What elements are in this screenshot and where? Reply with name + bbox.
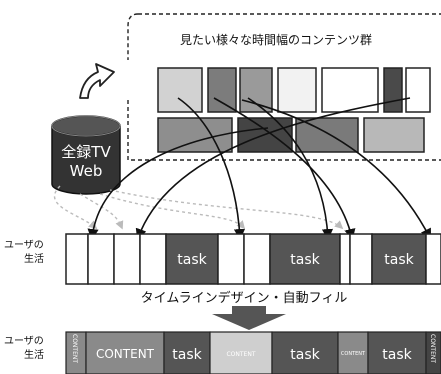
- task-block: [371, 233, 427, 285]
- database-label-line2: Web: [70, 162, 103, 180]
- empty-slot: [87, 233, 115, 285]
- content-block: [157, 67, 203, 113]
- user-life-label-1b: 生活: [24, 252, 44, 265]
- content-block: [425, 331, 441, 374]
- task-label: task: [177, 252, 207, 268]
- task-block: [367, 331, 427, 374]
- empty-slot: [113, 233, 141, 285]
- curved-arrow-icon: [79, 63, 115, 99]
- content-block: [363, 117, 425, 153]
- empty-slot: [217, 233, 245, 285]
- content-block: [337, 331, 369, 374]
- content-row-1: [157, 67, 431, 113]
- content-label: CONTENT: [96, 347, 155, 361]
- task-label: task: [172, 347, 202, 363]
- empty-slot: [425, 233, 441, 285]
- content-label-vertical: CONTENT: [429, 334, 436, 363]
- content-block: [207, 67, 237, 113]
- content-block: [321, 67, 379, 113]
- timeline-before: [65, 233, 441, 285]
- task-block: [165, 233, 219, 285]
- empty-slot: [65, 233, 89, 285]
- content-assign-arrows: [87, 97, 432, 241]
- task-block: [271, 331, 339, 374]
- content-block: [383, 67, 403, 113]
- task-label: task: [382, 347, 412, 363]
- database-links: [53, 185, 344, 230]
- user-life-label-1a: ユーザの: [4, 239, 44, 251]
- content-block: [277, 67, 317, 113]
- collection-label: 見たい様々な時間幅のコンテンツ群: [180, 32, 372, 47]
- empty-slot: [349, 233, 373, 285]
- empty-slot: [339, 233, 351, 285]
- database-icon: [51, 115, 121, 195]
- empty-slot: [139, 233, 167, 285]
- database-label-line1: 全録TV: [61, 143, 111, 161]
- content-block: [239, 67, 273, 113]
- timeline-after: [65, 331, 441, 374]
- empty-slot: [243, 233, 271, 285]
- task-label: task: [290, 252, 320, 268]
- process-label: タイムラインデザイン・自動フィル: [141, 290, 348, 306]
- content-label: CONTENT: [226, 351, 255, 358]
- content-row-2: [157, 117, 425, 153]
- user-life-label-2a: ユーザの: [4, 335, 44, 347]
- content-label-vertical: CONTENT: [71, 334, 78, 363]
- content-block: [85, 331, 165, 374]
- task-label: task: [290, 347, 320, 363]
- content-label: CONTENT: [341, 351, 366, 357]
- content-block: [405, 67, 431, 113]
- collection-frame: [127, 13, 441, 161]
- down-arrow-icon: [212, 306, 286, 330]
- user-life-label-2b: 生活: [24, 348, 44, 361]
- task-label: task: [384, 252, 414, 268]
- content-block: [209, 331, 273, 374]
- task-block: [269, 233, 341, 285]
